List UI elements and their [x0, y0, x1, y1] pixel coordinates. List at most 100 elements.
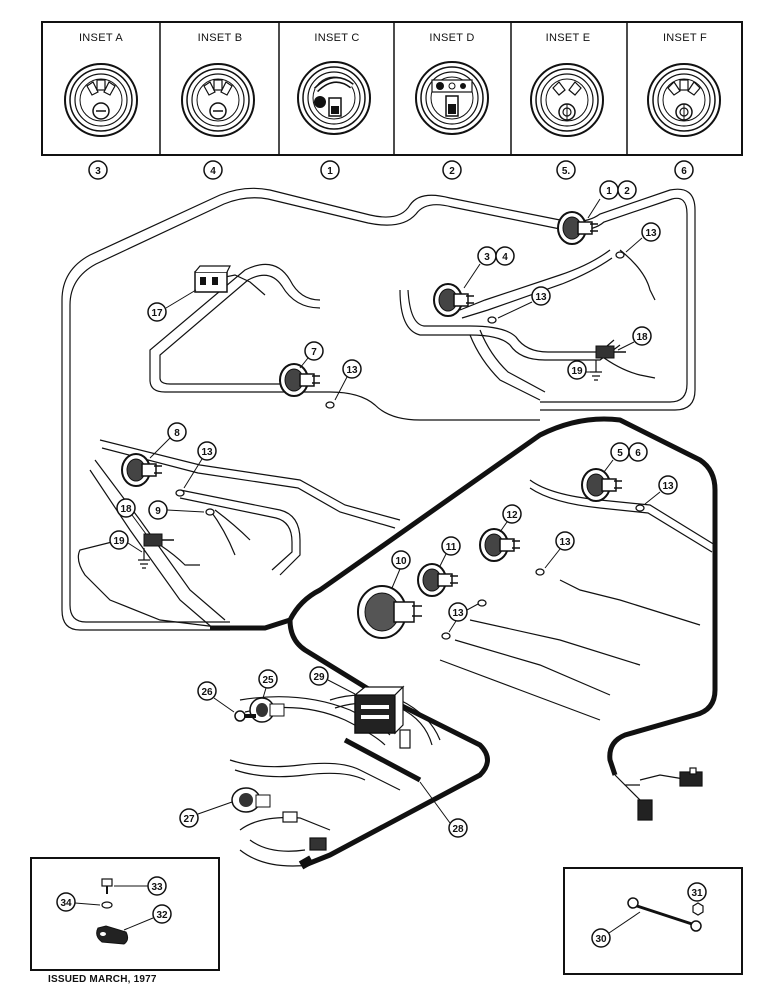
inset-b: INSET B — [181, 32, 255, 137]
inset-title: INSET A — [79, 32, 123, 44]
ground-strap-icon — [627, 897, 702, 932]
svg-text:11: 11 — [446, 542, 457, 553]
svg-text:1: 1 — [606, 186, 612, 197]
inset-a: INSET A — [64, 32, 138, 137]
svg-text:10: 10 — [395, 556, 407, 567]
callout: 1 — [320, 160, 340, 180]
callout-1: 1 — [599, 180, 619, 200]
callout-11: 11 — [441, 536, 461, 556]
callout-32: 32 — [152, 904, 172, 924]
callout-17: 17 — [147, 302, 167, 322]
bulb — [205, 508, 215, 516]
gauge-1-2 — [557, 211, 599, 245]
svg-text:13: 13 — [201, 447, 213, 458]
svg-text:33: 33 — [151, 882, 163, 893]
gauge-3-4 — [433, 283, 475, 317]
svg-text:19: 19 — [113, 536, 125, 547]
hardware-inset-left: 33 34 32 — [30, 857, 220, 971]
svg-text:28: 28 — [452, 824, 464, 835]
callout-18: 18 — [116, 498, 136, 518]
callout: 6 — [674, 160, 694, 180]
svg-text:13: 13 — [535, 292, 547, 303]
svg-text:32: 32 — [156, 910, 168, 921]
inset-callouts: 3 4 1 2 5. 6 — [88, 160, 694, 180]
svg-text:18: 18 — [120, 504, 132, 515]
callout-4: 4 — [495, 246, 515, 266]
svg-text:27: 27 — [183, 814, 195, 825]
svg-text:18: 18 — [636, 332, 648, 343]
svg-text:13: 13 — [662, 481, 674, 492]
callout-31: 31 — [687, 882, 707, 902]
callout-28: 28 — [448, 818, 468, 838]
svg-text:13: 13 — [559, 537, 571, 548]
callout-8: 8 — [167, 422, 187, 442]
inset-e: INSET E — [530, 32, 604, 137]
svg-text:13: 13 — [346, 365, 358, 376]
inset-title: INSET F — [663, 32, 707, 44]
svg-text:2: 2 — [624, 186, 630, 197]
bulb — [175, 489, 185, 497]
harness-end-tape — [298, 855, 314, 870]
switch-27 — [231, 787, 271, 813]
bulb — [325, 401, 335, 409]
callout-13: 13 — [531, 286, 551, 306]
inset-title: INSET D — [429, 32, 474, 44]
callout-34: 34 — [56, 892, 76, 912]
sending-unit-18 — [590, 345, 626, 381]
gauge-12 — [479, 528, 521, 562]
svg-text:30: 30 — [595, 934, 607, 945]
issue-date-footer: ISSUED MARCH, 1977 — [48, 974, 157, 985]
callout-29: 29 — [309, 666, 329, 686]
svg-text:6: 6 — [681, 166, 687, 177]
inset-title: INSET C — [314, 32, 359, 44]
callout-10: 10 — [391, 550, 411, 570]
svg-text:17: 17 — [151, 308, 163, 319]
gauge-7 — [279, 363, 321, 397]
inset-f: INSET F — [647, 32, 721, 137]
callout-13: 13 — [197, 441, 217, 461]
svg-text:7: 7 — [311, 347, 317, 358]
callout-9: 9 — [148, 500, 168, 520]
inset-c: INSET C — [297, 32, 371, 135]
callout: 3 — [88, 160, 108, 180]
inset-title: INSET B — [198, 32, 243, 44]
washer-icon — [101, 901, 113, 909]
svg-text:5: 5 — [617, 448, 623, 459]
svg-text:1: 1 — [327, 166, 333, 177]
callout-12: 12 — [502, 504, 522, 524]
callout-18: 18 — [632, 326, 652, 346]
svg-text:26: 26 — [201, 687, 213, 698]
callout-13: 13 — [641, 222, 661, 242]
diagram-callouts: 1 2 13 3 4 13 17 18 19 7 13 8 13 9 18 19… — [109, 180, 678, 838]
gauge-10 — [357, 585, 422, 639]
callout-30: 30 — [591, 928, 611, 948]
callout-13: 13 — [555, 531, 575, 551]
svg-text:2: 2 — [449, 166, 455, 177]
svg-text:12: 12 — [506, 510, 518, 521]
inset-panel — [41, 21, 743, 156]
connector-plug — [614, 767, 703, 821]
relay-box-29 — [353, 685, 405, 735]
callout-13: 13 — [658, 475, 678, 495]
callout-33: 33 — [147, 876, 167, 896]
callout-26: 26 — [197, 681, 217, 701]
callout-13: 13 — [342, 359, 362, 379]
svg-text:4: 4 — [210, 166, 216, 177]
bolt-icon — [101, 878, 113, 894]
main-harness — [210, 416, 718, 868]
clip-icon — [96, 925, 129, 945]
bulb — [635, 504, 645, 512]
ignition-switch — [249, 697, 285, 723]
svg-text:25: 25 — [262, 675, 274, 686]
gauge-5-6 — [581, 468, 623, 502]
svg-text:34: 34 — [60, 898, 72, 909]
gauge-8 — [121, 453, 163, 487]
nut-icon — [692, 902, 704, 916]
inset-d: INSET D — [415, 32, 489, 135]
gauge-11 — [417, 563, 459, 597]
hardware-inset-right: 31 30 — [563, 867, 743, 975]
bulb — [535, 568, 545, 576]
callout-5: 5 — [610, 442, 630, 462]
sending-unit-18 — [138, 533, 174, 569]
